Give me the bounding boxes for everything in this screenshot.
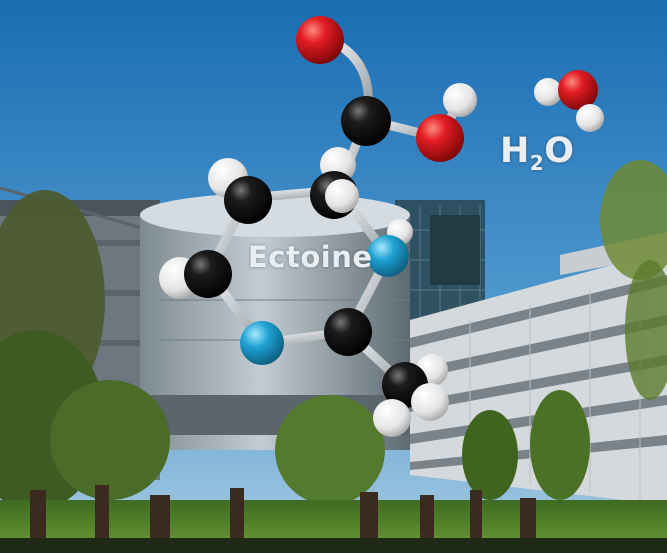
hydrogen-atom <box>534 78 562 106</box>
oxygen-atom <box>558 70 598 110</box>
water-formula-h: H <box>500 131 530 171</box>
water-formula-label: H2O <box>500 131 575 175</box>
foreground-sculptures <box>30 485 536 540</box>
hydrogen-atom <box>373 399 411 437</box>
nitrogen-atom <box>240 321 284 365</box>
water-formula-subscript: 2 <box>529 151 545 175</box>
foreground-shadow <box>0 538 667 553</box>
oxygen-atom <box>416 114 464 162</box>
hydrogen-atom <box>411 383 449 421</box>
hydrogen-atom <box>443 83 477 117</box>
trees <box>0 160 667 510</box>
carbon-atom <box>224 176 272 224</box>
nitrogen-atom <box>367 235 409 277</box>
hydrogen-atom <box>325 179 359 213</box>
oxygen-atom <box>296 16 344 64</box>
water-molecule <box>534 70 604 132</box>
hydrogen-atom <box>576 104 604 132</box>
carbon-atom <box>341 96 391 146</box>
ectoine-molecule <box>159 16 477 437</box>
carbon-atom <box>324 308 372 356</box>
carbon-atom <box>184 250 232 298</box>
ectoine-label: Ectoine <box>248 240 373 274</box>
water-formula-o: O <box>544 131 575 171</box>
